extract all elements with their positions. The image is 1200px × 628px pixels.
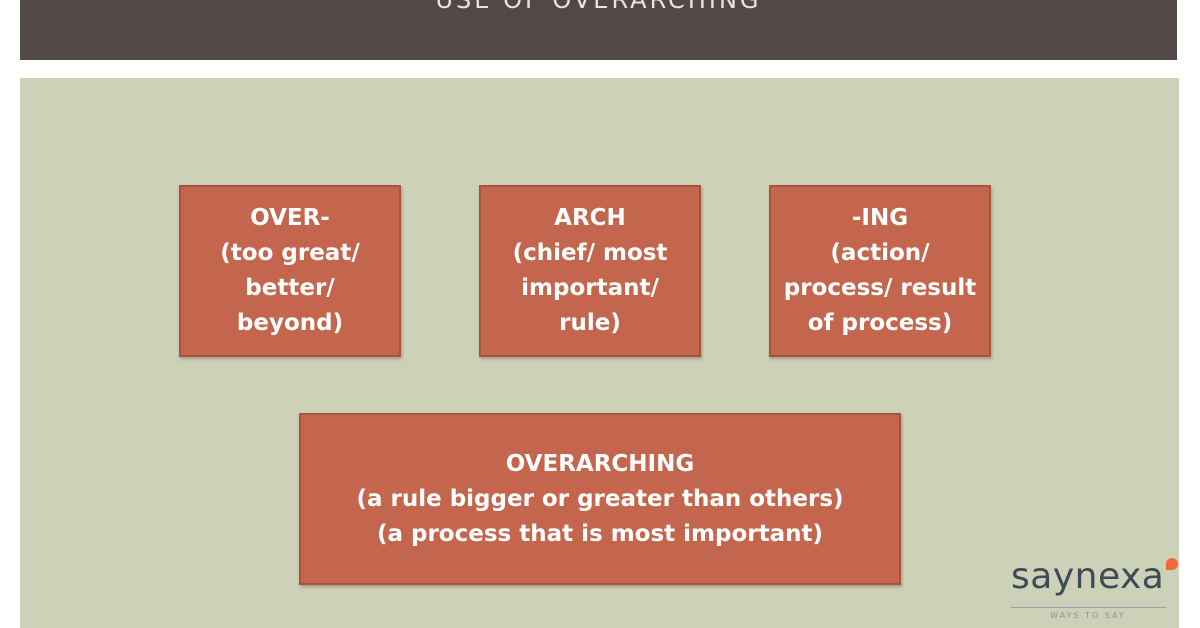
box-overarching-line: (a process that is most important) [376, 520, 824, 547]
root-arch-box: ARCH (chief/ most important/ rule) [479, 185, 701, 357]
box-arch-line: (chief/ most [512, 240, 668, 266]
box-arch-line: important/ [521, 275, 659, 301]
logo-divider [1011, 607, 1166, 608]
suffix-ing-box: -ING (action/ process/ result of process… [769, 185, 991, 357]
box-over-line: beyond) [236, 310, 344, 336]
box-ing-line: process/ result [783, 275, 977, 301]
overarching-box: OVERARCHING (a rule bigger or greater th… [299, 413, 901, 585]
box-arch-line: rule) [559, 310, 621, 336]
box-ing-line: (action/ [830, 240, 930, 266]
title-bar: USE OF OVERARCHING [20, 0, 1177, 60]
box-over-line: (too great/ [220, 240, 360, 266]
box-over-line: better/ [245, 275, 335, 301]
box-overarching-line: OVERARCHING [505, 450, 695, 477]
slide-title: USE OF OVERARCHING [435, 0, 762, 14]
saynexa-logo: saynexa WAYS TO SAY [1008, 556, 1178, 624]
logo-wordmark: saynexa [1011, 556, 1165, 597]
box-arch-line: ARCH [554, 205, 626, 231]
box-overarching-line: (a rule bigger or greater than others) [356, 485, 844, 512]
box-over-line: OVER- [250, 205, 330, 231]
box-ing-line: -ING [851, 205, 909, 231]
speech-bubble-icon [1166, 558, 1178, 570]
prefix-over-box: OVER- (too great/ better/ beyond) [179, 185, 401, 357]
box-ing-line: of process) [807, 310, 953, 336]
logo-tagline: WAYS TO SAY [1050, 611, 1126, 620]
